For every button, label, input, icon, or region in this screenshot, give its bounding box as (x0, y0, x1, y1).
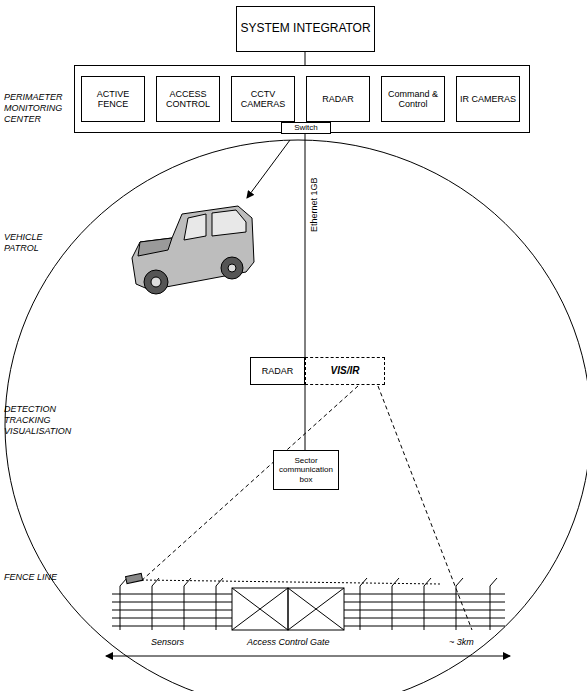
fence-stroke (184, 578, 191, 586)
level-label: VEHICLE PATROL (4, 232, 70, 254)
box-label: IR CAMERAS (460, 94, 516, 104)
system-box: IR CAMERAS (456, 76, 520, 122)
fence-stroke (456, 578, 463, 586)
access-gate (232, 588, 344, 630)
level-label: DETECTION TRACKING VISUALISATION (4, 404, 86, 436)
system-box: ACCESS CONTROL (156, 76, 220, 122)
fence-stroke (152, 578, 159, 586)
fence-label: Sensors (150, 637, 185, 648)
box-label: Switch (294, 123, 318, 132)
system-box: SYSTEM INTEGRATOR (236, 6, 375, 52)
box-label: SYSTEM INTEGRATOR (240, 22, 370, 36)
system-box: Switch (281, 122, 331, 134)
box-label: ACTIVE FENCE (84, 89, 142, 110)
dimension-line (106, 656, 510, 657)
ethernet-link (305, 385, 306, 450)
sensor-box-dashed: VIS/IR (305, 357, 385, 385)
level-label: PERIMAETER MONITORING CENTER (4, 92, 70, 124)
level-label: FENCE LINE (4, 572, 70, 583)
fence-stroke (360, 578, 367, 586)
fence-stroke (490, 586, 491, 630)
system-box: Sector communication box (273, 450, 339, 490)
fence-stroke (424, 586, 425, 630)
fence-stroke (120, 586, 121, 630)
view-cone (378, 386, 472, 630)
box-label: Sector communication box (276, 456, 336, 484)
fence-stroke (392, 578, 399, 586)
fence-stroke (360, 586, 361, 630)
fence-stroke (112, 602, 232, 603)
coverage-circle (5, 140, 587, 691)
fence-stroke (184, 586, 185, 630)
camera (126, 573, 143, 583)
box-label: Command & Control (384, 89, 442, 110)
system-box: CCTV CAMERAS (231, 76, 295, 122)
fence-label: Access Control Gate (246, 637, 331, 648)
fence-stroke (152, 586, 153, 630)
fence-stroke (424, 578, 431, 586)
fence-stroke (112, 594, 232, 595)
ethernet-link (305, 52, 306, 65)
box-label: RADAR (262, 366, 294, 376)
fence-stroke (216, 578, 223, 586)
fence-stroke (490, 578, 497, 586)
system-box: ACTIVE FENCE (81, 76, 145, 122)
fence-stroke (112, 618, 232, 619)
ethernet-link (305, 134, 306, 357)
system-box: RADAR (306, 76, 370, 122)
system-box: Command & Control (381, 76, 445, 122)
patrol-arrow (247, 140, 290, 198)
box-label: VIS/IR (331, 365, 360, 377)
fence (112, 578, 505, 630)
fence-stroke (112, 626, 232, 627)
monitoring-center: ACTIVE FENCE ACCESS CONTROL CCTV CAMERAS RA… (74, 65, 530, 133)
view-cone (140, 386, 358, 582)
fence-label: ~ 3km (448, 637, 475, 648)
link-label: Ethernet 1GB (309, 177, 320, 232)
box-label: CCTV CAMERAS (234, 89, 292, 110)
fence-stroke (216, 586, 217, 630)
system-box: RADAR (250, 357, 305, 385)
box-label: ACCESS CONTROL (159, 89, 217, 110)
fence-stroke (112, 610, 232, 611)
box-label: RADAR (322, 94, 354, 104)
patrol-vehicle (132, 206, 254, 294)
fence-stroke (392, 586, 393, 630)
fence-stroke (456, 586, 457, 630)
